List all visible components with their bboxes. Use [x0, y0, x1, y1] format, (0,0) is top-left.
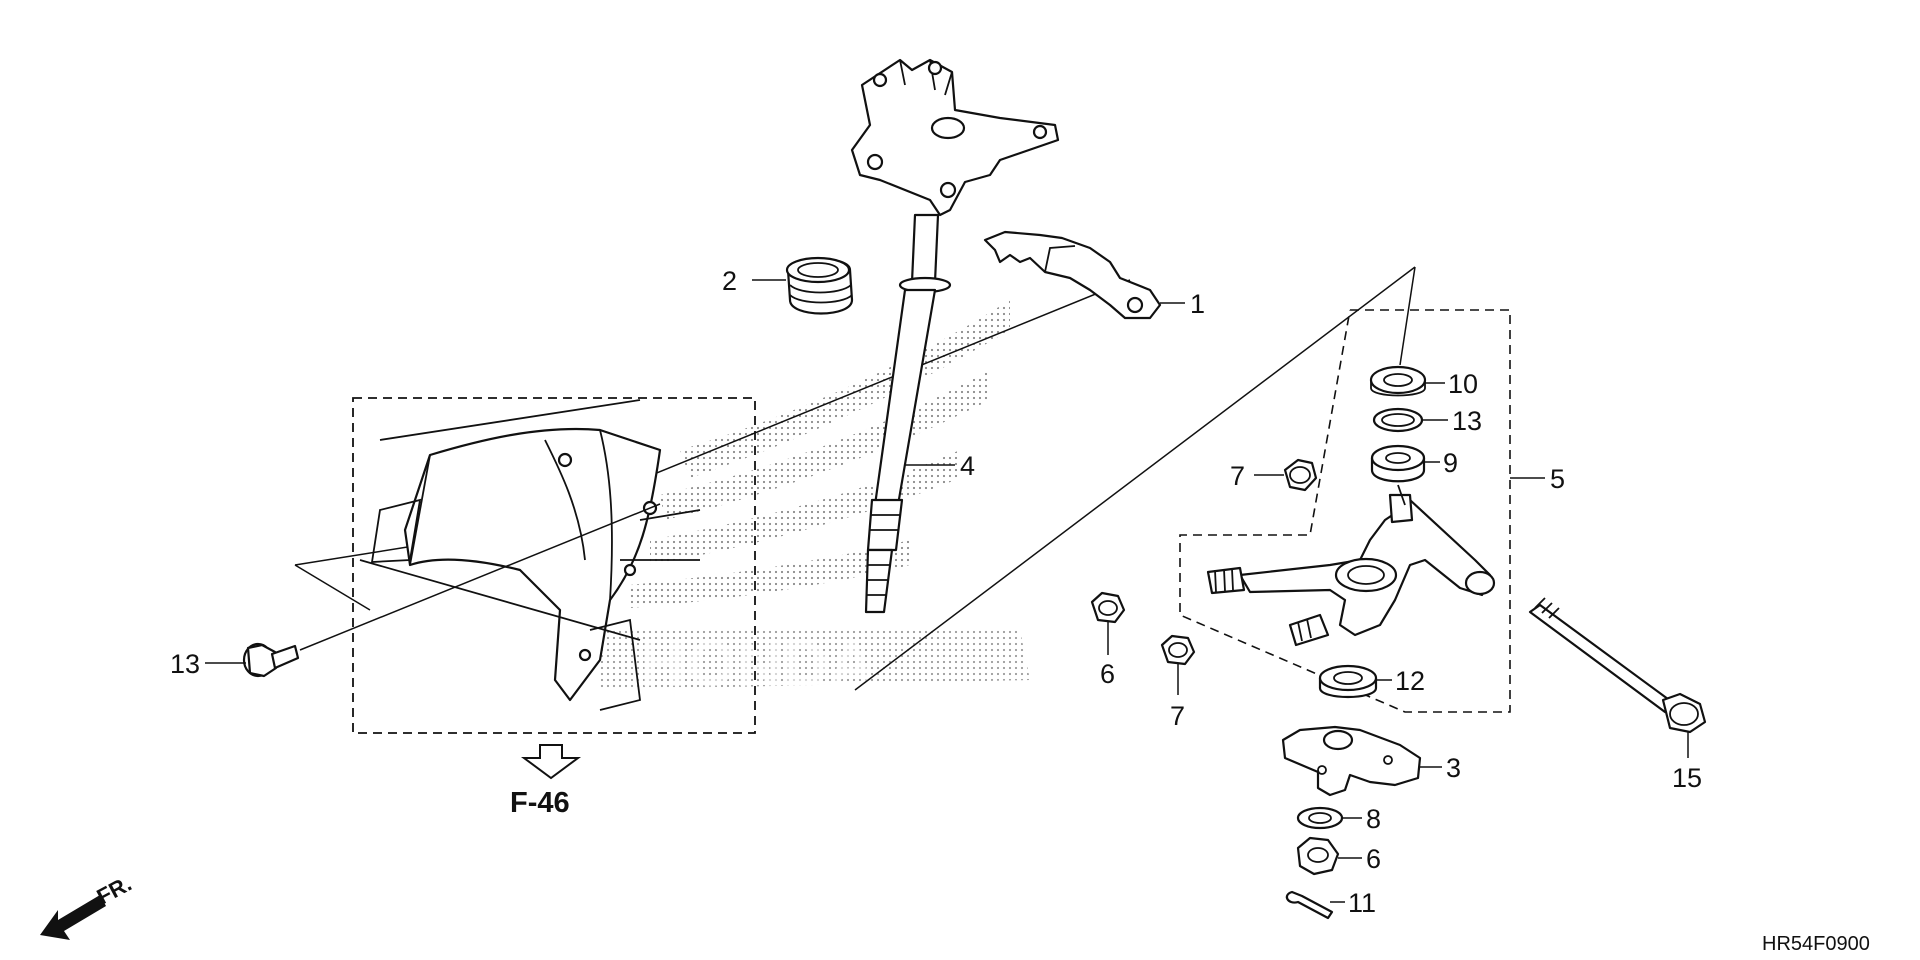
callout-5: 5 — [1550, 464, 1565, 494]
part-9-bearing[interactable] — [1370, 444, 1426, 483]
callout-2: 2 — [722, 266, 737, 296]
part-1-holder-clip[interactable] — [983, 230, 1162, 320]
callout-9: 9 — [1443, 448, 1458, 478]
callout-1: 1 — [1190, 289, 1205, 319]
reference-link-f46[interactable]: F-46 — [510, 787, 570, 819]
callout-15: 15 — [1672, 763, 1702, 793]
callout-7-right: 7 — [1170, 701, 1185, 731]
part-4-steering-shaft[interactable] — [850, 58, 1060, 614]
frame-reference-box — [352, 397, 756, 734]
callout-14: 13 — [170, 649, 200, 679]
part-12-cotter-pin[interactable] — [1285, 890, 1334, 920]
part-3-plate[interactable] — [1281, 725, 1422, 797]
callout-10: 10 — [1448, 369, 1478, 399]
part-7-flange-nut-top[interactable] — [1283, 458, 1318, 492]
diagram-code: HR54F0900 — [1762, 933, 1870, 955]
reference-arrow-icon[interactable] — [520, 744, 582, 780]
callout-13: 13 — [1452, 406, 1482, 436]
part-10-bearing[interactable] — [1369, 365, 1427, 397]
part-14-flange-bolt[interactable] — [242, 503, 661, 678]
part-13-seal[interactable] — [1372, 407, 1424, 433]
guide-lines — [294, 266, 1416, 691]
callout-12: 11 — [1348, 888, 1376, 918]
part-11-seal[interactable] — [1318, 664, 1378, 698]
part-8-washer[interactable] — [1296, 806, 1344, 830]
callout-11: 12 — [1395, 666, 1425, 696]
front-direction-arrow-icon — [40, 895, 106, 940]
watermark-text: HONDA — [640, 628, 875, 700]
honda-wing-watermark: HONDA — [600, 300, 1030, 700]
frame-assembly — [352, 397, 756, 734]
callout-8: 8 — [1366, 804, 1381, 834]
part-6-nut[interactable] — [1296, 836, 1340, 876]
part-7-flange-nut-left[interactable] — [1090, 591, 1126, 624]
part-15-long-bolt[interactable] — [1528, 597, 1707, 734]
callout-7-top: 7 — [1230, 461, 1245, 491]
part-5-shaft-arm-assembly[interactable] — [1179, 309, 1511, 713]
part-7-flange-nut-right[interactable] — [1160, 634, 1196, 666]
part-2-grommet[interactable] — [785, 256, 854, 315]
callout-3: 3 — [1446, 753, 1461, 783]
callout-6: 6 — [1366, 844, 1381, 874]
callout-4: 4 — [960, 451, 975, 481]
callout-7-left: 6 — [1100, 659, 1115, 689]
